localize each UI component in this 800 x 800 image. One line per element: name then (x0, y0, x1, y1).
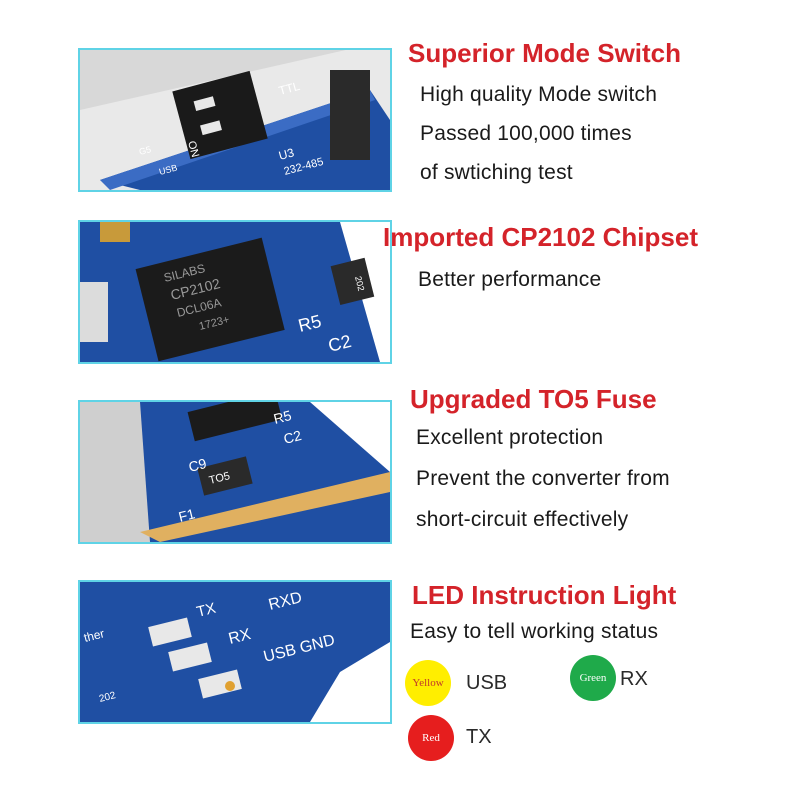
legend-label-tx: TX (466, 726, 492, 748)
yellow-led-dot: Yellow (405, 660, 451, 706)
board-label-ther: ther (82, 626, 105, 645)
board-label-usb: USB (158, 162, 178, 176)
section-title-mode-switch: Superior Mode Switch (408, 38, 682, 68)
board-label-202: 202 (98, 690, 117, 705)
section-title-chipset: Imported CP2102 Chipset (383, 222, 698, 252)
section-title-fuse: Upgraded TO5 Fuse (410, 384, 657, 414)
board-label-c2: C2 (282, 427, 303, 447)
board-label-r5: R5 (272, 407, 293, 427)
board-label-c9: C9 (187, 455, 208, 475)
board-label-g5: G5 (138, 144, 152, 157)
legend-label-rx: RX (620, 668, 648, 690)
red-led-dot: Red (408, 715, 454, 761)
board-label-tx: TX (195, 600, 218, 621)
section-line: High quality Mode switch (420, 83, 658, 106)
cp2102-chip (135, 237, 285, 362)
fuse-label-to5: TO5 (208, 470, 231, 487)
led-photo: TX RXD RX USB GND 202 ther (78, 580, 392, 724)
dot-label: Red (422, 732, 440, 744)
green-led-dot: Green (570, 655, 616, 701)
board-label-202: 202 (353, 275, 366, 292)
board-label-ttl: TTL (277, 79, 302, 98)
section-line: Passed 100,000 times (420, 122, 632, 145)
section-line: Easy to tell working status (410, 620, 659, 643)
to5-fuse-photo: TO5 R5 C2 C9 F1 (78, 400, 392, 544)
dot-label: Green (579, 672, 607, 684)
section-title-led: LED Instruction Light (412, 580, 677, 610)
section-line: of swtiching test (420, 161, 573, 184)
cp2102-chip-photo: SILABS CP2102 DCL06A 1723+ R5 C2 202 (78, 220, 392, 364)
section-line: short-circuit effectively (416, 508, 629, 531)
board-label-rx: RX (227, 626, 253, 648)
dot-label: Yellow (412, 677, 444, 689)
mode-switch-photo: TTL ON U3 232-485 G5 USB (78, 48, 392, 192)
board-label-on: ON (185, 140, 201, 159)
section-line: Better performance (418, 268, 602, 291)
section-line: Excellent protection (416, 426, 604, 449)
board-label-u3: U3 (277, 145, 296, 163)
legend-label-usb: USB (466, 672, 508, 694)
section-line: Prevent the converter from (416, 467, 670, 490)
